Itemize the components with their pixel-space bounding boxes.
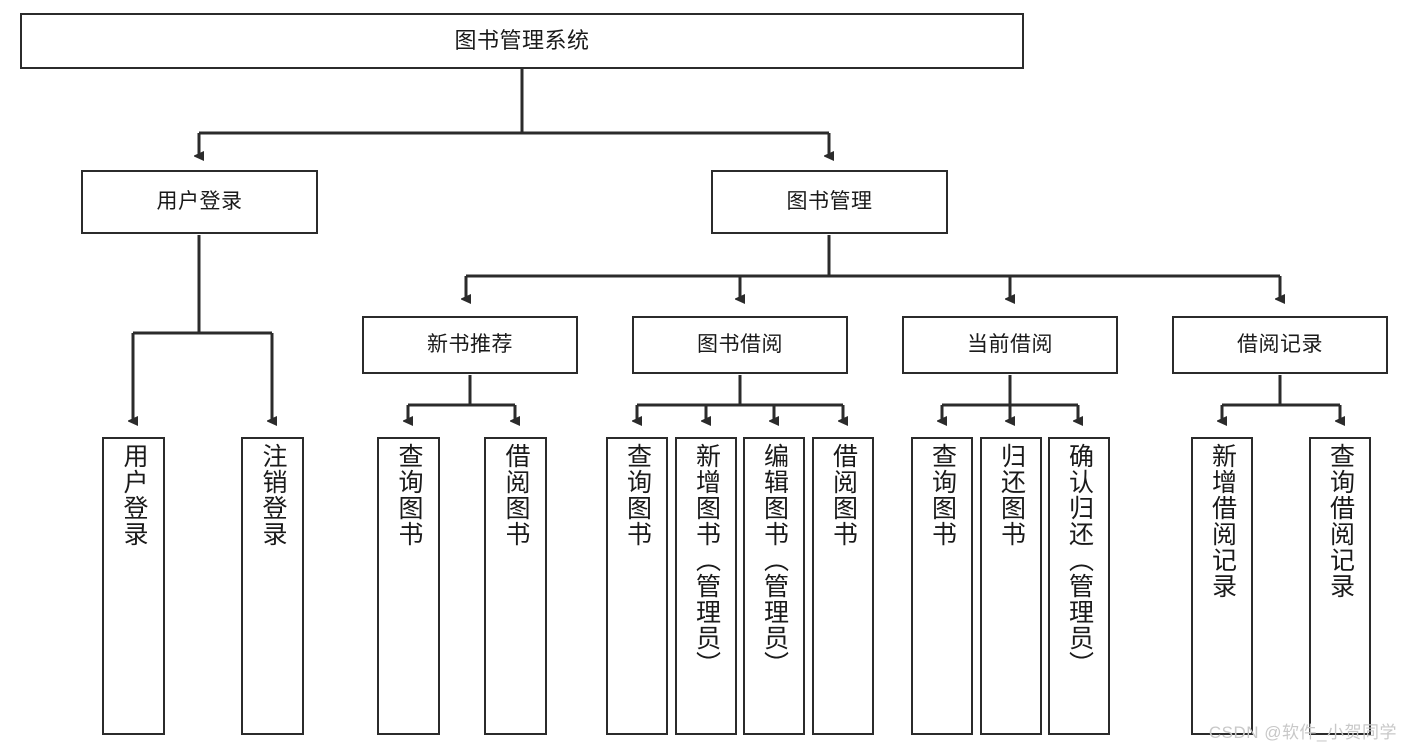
leaf-query-book-3-label: 查询图书 [928,443,957,547]
leaf-borrow-book-1-label: 借阅图书 [502,443,530,547]
leaf-edit-book[interactable]: 编辑图书（管理员） [743,437,805,735]
leaf-borrow-book-1[interactable]: 借阅图书 [484,437,547,735]
leaf-add-book-label: 新增图书（管理员） [692,443,721,677]
leaf-user-login[interactable]: 用户登录 [102,437,165,735]
leaf-user-login-label: 用户登录 [120,443,148,547]
leaf-logout-login-label: 注销登录 [259,443,287,547]
node-user-login-label: 用户登录 [156,189,243,213]
node-book-manage-label: 图书管理 [786,189,873,213]
node-current-borrow[interactable]: 当前借阅 [902,316,1118,374]
leaf-confirm-return[interactable]: 确认归还（管理员） [1048,437,1110,735]
node-book-manage[interactable]: 图书管理 [711,170,948,234]
node-book-borrow[interactable]: 图书借阅 [632,316,848,374]
node-current-borrow-label: 当前借阅 [967,332,1053,356]
leaf-query-book-1[interactable]: 查询图书 [377,437,440,735]
leaf-query-book-3[interactable]: 查询图书 [911,437,973,735]
leaf-return-book-label: 归还图书 [997,443,1026,547]
leaf-logout-login[interactable]: 注销登录 [241,437,304,735]
node-new-book-rec-label: 新书推荐 [427,332,513,356]
leaf-query-record[interactable]: 查询借阅记录 [1309,437,1371,735]
leaf-query-book-2[interactable]: 查询图书 [606,437,668,735]
node-borrow-record[interactable]: 借阅记录 [1172,316,1388,374]
node-root[interactable]: 图书管理系统 [20,13,1024,69]
node-book-borrow-label: 图书借阅 [697,332,783,356]
leaf-return-book[interactable]: 归还图书 [980,437,1042,735]
node-borrow-record-label: 借阅记录 [1237,332,1323,356]
leaf-query-record-label: 查询借阅记录 [1326,443,1355,599]
leaf-confirm-return-label: 确认归还（管理员） [1065,443,1094,677]
leaf-query-book-1-label: 查询图书 [395,443,423,547]
leaf-edit-book-label: 编辑图书（管理员） [760,443,789,677]
node-user-login[interactable]: 用户登录 [81,170,318,234]
leaf-borrow-book-2-label: 借阅图书 [829,443,858,547]
leaf-add-record[interactable]: 新增借阅记录 [1191,437,1253,735]
leaf-borrow-book-2[interactable]: 借阅图书 [812,437,874,735]
leaf-add-record-label: 新增借阅记录 [1208,443,1237,599]
leaf-add-book[interactable]: 新增图书（管理员） [675,437,737,735]
watermark-text: CSDN @软件_小贺同学 [1208,723,1397,742]
leaf-query-book-2-label: 查询图书 [623,443,652,547]
node-root-label: 图书管理系统 [454,28,590,54]
node-new-book-rec[interactable]: 新书推荐 [362,316,578,374]
